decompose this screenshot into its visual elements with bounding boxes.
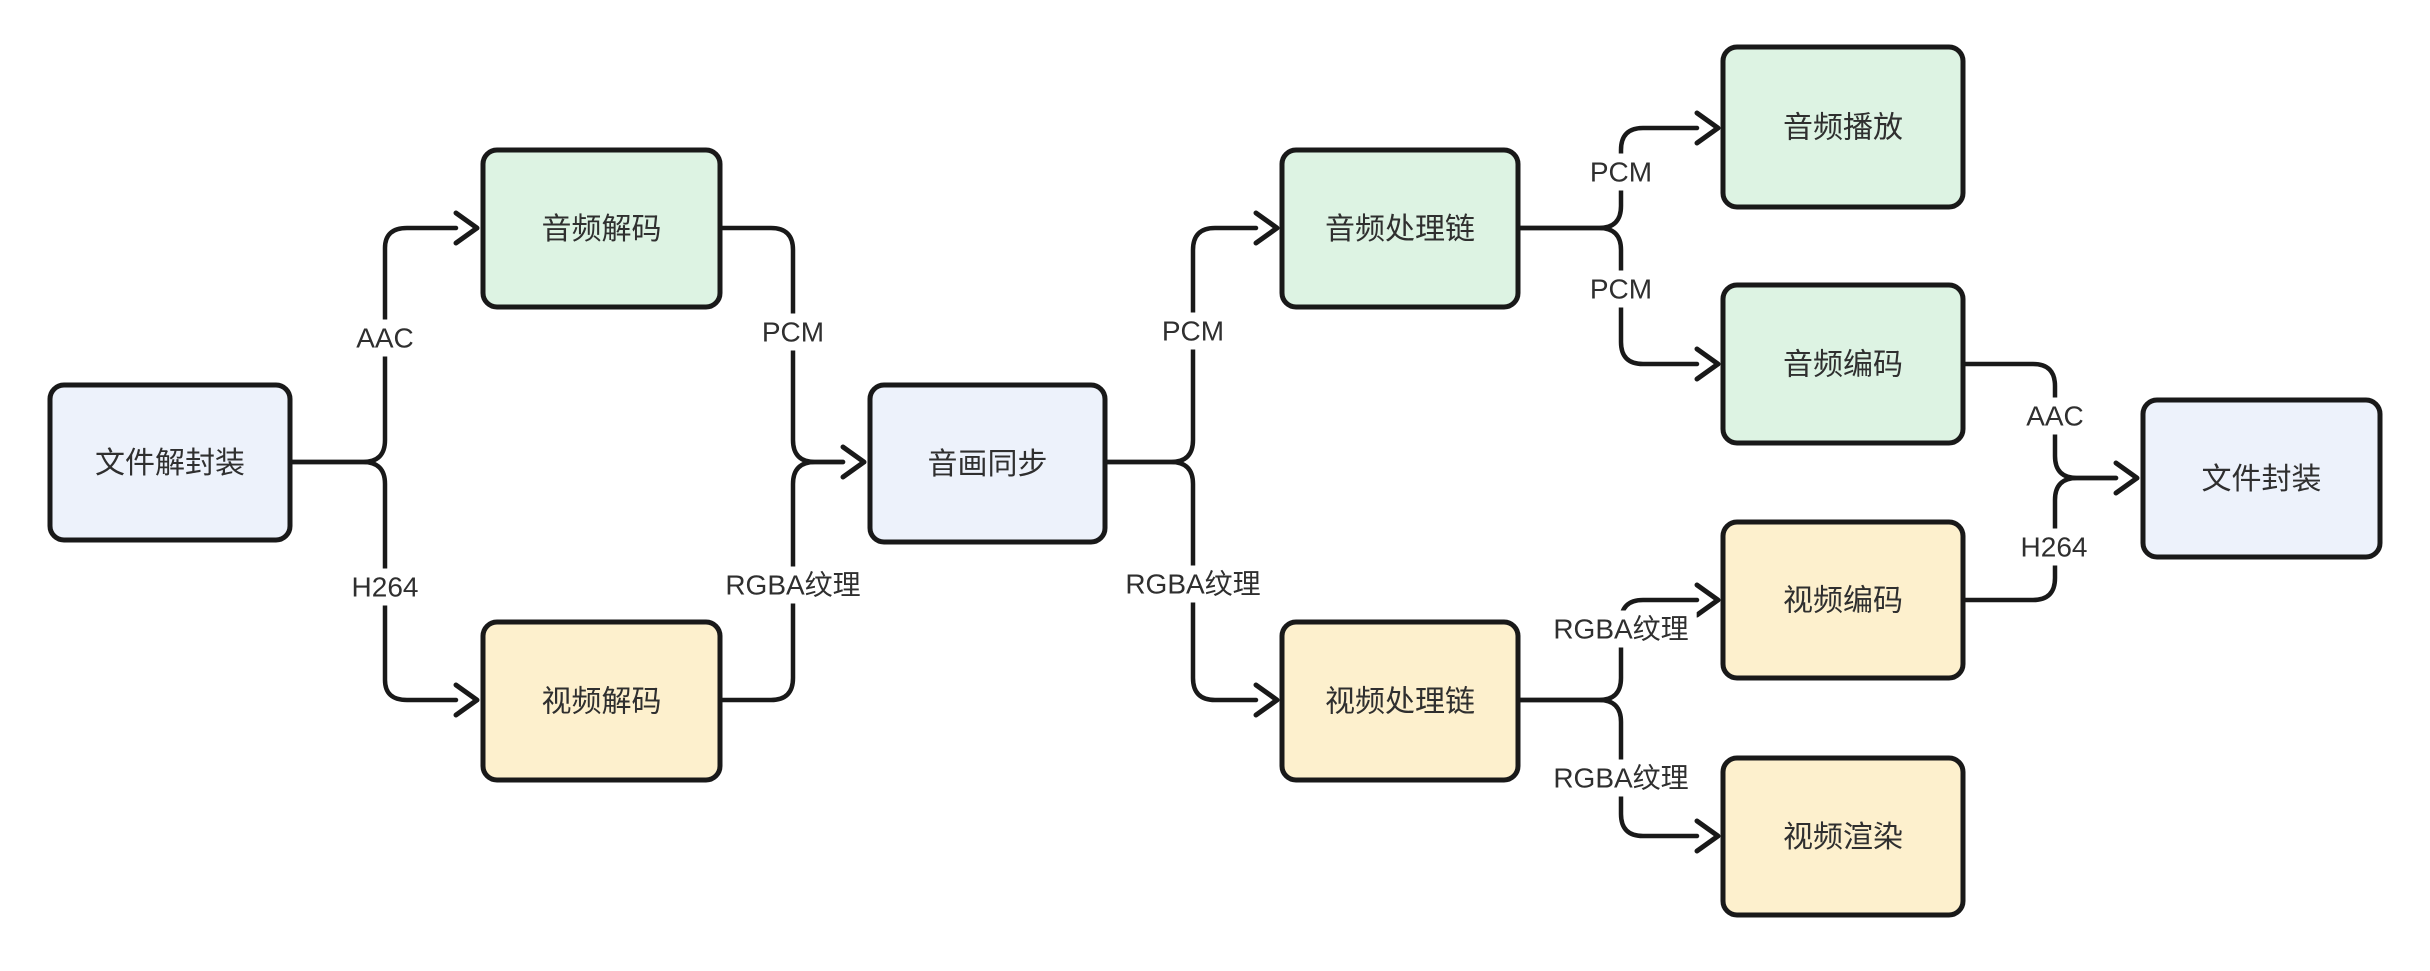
node-video-encode: 视频编码 [1720, 519, 1966, 681]
arrowhead-icon [1694, 346, 1721, 382]
node-label: 视频处理链 [1325, 686, 1475, 719]
node-box [1720, 44, 1966, 210]
node-box [1720, 755, 1966, 918]
edge-label-gap [1545, 610, 1697, 648]
edge-label-sync-achain: PCM [1162, 316, 1224, 347]
edge-label-achain-aenc: PCM [1590, 274, 1652, 305]
edge-label-demux-video: H264 [352, 572, 419, 603]
node-box [867, 382, 1108, 545]
node-box [480, 147, 723, 310]
arrowhead-icon [1694, 110, 1721, 146]
node-box [1279, 619, 1521, 783]
edge-label-gap [348, 319, 422, 357]
node-audio-chain: 音频处理链 [1279, 147, 1521, 310]
edge-label-sync-vchain: RGBA纹理 [1125, 569, 1260, 600]
edge-label-gap [343, 568, 427, 606]
node-file-demux: 文件解封装 [47, 382, 293, 543]
node-label: 音频解码 [542, 213, 662, 246]
edge-label-gap [2018, 397, 2092, 435]
edge-label-gap [717, 566, 869, 604]
node-av-sync: 音画同步 [867, 382, 1108, 545]
edge-label-vchain-render: RGBA纹理 [1553, 763, 1688, 794]
arrowhead-icon [1253, 682, 1280, 718]
edge-label-demux-audio: AAC [356, 323, 414, 354]
edge-label-vchain-venc: RGBA纹理 [1553, 614, 1688, 645]
arrowhead-icon [2113, 460, 2140, 496]
node-label: 文件封装 [2202, 463, 2322, 496]
node-box [47, 382, 293, 543]
node-video-decode: 视频解码 [480, 619, 723, 783]
arrowhead-icon [453, 682, 480, 718]
arrowhead-icon [840, 444, 867, 480]
node-box [2140, 397, 2383, 560]
node-video-render: 视频渲染 [1720, 755, 1966, 918]
edge-label-aenc-mux: AAC [2026, 401, 2084, 432]
edge-label-gap [1153, 312, 1233, 350]
node-label: 视频编码 [1783, 585, 1903, 618]
node-file-mux: 文件封装 [2140, 397, 2383, 560]
edge-label-adec-sync: PCM [762, 317, 824, 348]
node-label: 视频解码 [542, 686, 662, 719]
node-audio-encode: 音频编码 [1720, 282, 1966, 446]
edge-label-gap [1117, 565, 1269, 603]
edge-label-gap [753, 313, 833, 351]
node-label: 音频处理链 [1325, 213, 1475, 246]
node-audio-decode: 音频解码 [480, 147, 723, 310]
arrowhead-icon [1694, 582, 1721, 618]
arrowhead-icon [1253, 210, 1280, 246]
arrowhead-icon [1694, 818, 1721, 854]
node-audio-play: 音频播放 [1720, 44, 1966, 210]
node-box [1279, 147, 1521, 310]
node-box [480, 619, 723, 783]
node-label: 文件解封装 [95, 447, 245, 480]
edge-label-gap [2012, 528, 2096, 566]
edge-label-venc-mux: H264 [2021, 532, 2088, 563]
edge-label-achain-play: PCM [1590, 157, 1652, 188]
arrowhead-icon [453, 210, 480, 246]
node-label: 视频渲染 [1783, 821, 1903, 854]
node-label: 音画同步 [928, 448, 1048, 481]
node-box [1720, 519, 1966, 681]
edge-label-gap [1545, 759, 1697, 797]
edge-label-gap [1581, 153, 1661, 191]
node-label: 音频编码 [1783, 349, 1903, 382]
edge-label-gap [1581, 270, 1661, 308]
node-label: 音频播放 [1783, 112, 1903, 145]
node-video-chain: 视频处理链 [1279, 619, 1521, 783]
edge-label-vdec-sync: RGBA纹理 [725, 570, 860, 601]
node-box [1720, 282, 1966, 446]
